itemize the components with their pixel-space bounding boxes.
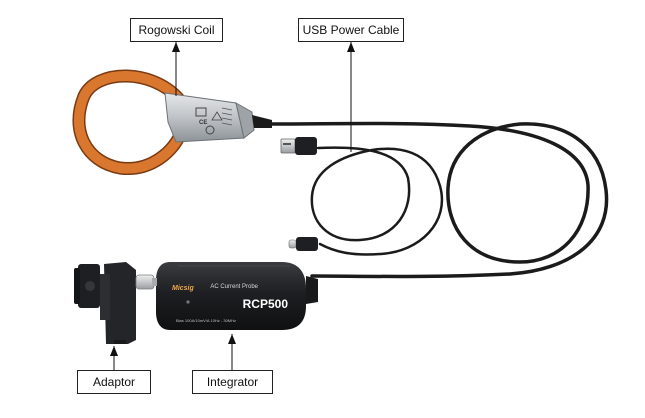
- arrowhead-usb: [347, 42, 355, 52]
- coil-clip: CE: [164, 92, 255, 143]
- adaptor-unit: [74, 262, 157, 344]
- callout-adaptor: Adaptor: [77, 370, 151, 394]
- ce-mark: CE: [199, 120, 207, 126]
- callout-usb-power-cable: USB Power Cable: [298, 18, 404, 42]
- callout-rogowski-coil: Rogowski Coil: [130, 18, 223, 42]
- integrator-model: RCP500: [243, 297, 289, 311]
- integrator-spec-line: Bias 100A/10mV/A 10Hz - 30MHz: [176, 318, 236, 323]
- usb-power-cable: [310, 146, 444, 256]
- coil-cable: [270, 121, 609, 279]
- integrator-subtitle: AC Current Probe: [210, 284, 258, 290]
- warning-icon: [211, 111, 223, 121]
- usb-a-connector: [280, 137, 317, 155]
- arrowhead-integrator: [228, 334, 236, 344]
- clip-strain-relief: [252, 115, 272, 128]
- rogowski-coil-loop-highlight: [73, 71, 188, 174]
- integrator-brand: Micsig: [172, 285, 195, 292]
- arrowhead-adaptor: [110, 346, 118, 356]
- usb-c-connector: [288, 237, 318, 251]
- callout-integrator: Integrator: [192, 370, 273, 394]
- arrowhead-rogowski: [172, 42, 180, 52]
- integrator-unit: Micsig AC Current Probe RCP500 Bias 100A…: [156, 262, 318, 330]
